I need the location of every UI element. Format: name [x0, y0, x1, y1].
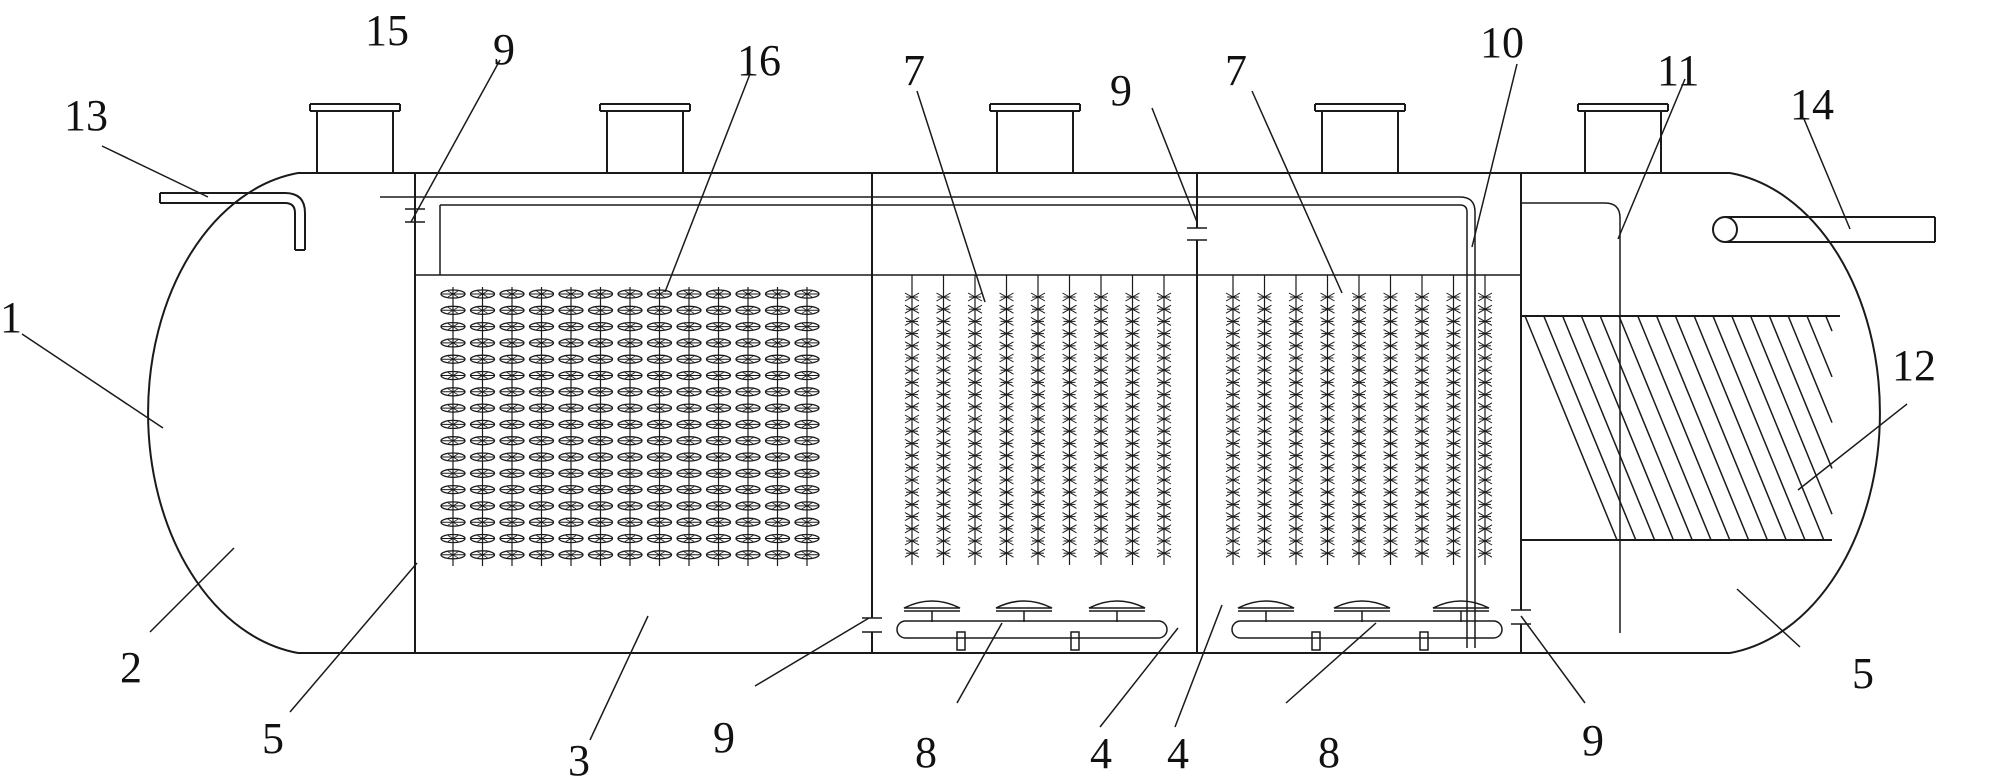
label-9a: 9 — [493, 25, 515, 74]
aeration-assembly-1 — [896, 600, 1168, 651]
label-10: 10 — [1480, 18, 1524, 67]
settler-hatching — [1524, 315, 1833, 541]
label-7b: 7 — [1225, 46, 1247, 95]
label-14: 14 — [1790, 80, 1834, 129]
label-9c: 9 — [713, 713, 735, 762]
outlet-pipe — [1712, 216, 1936, 243]
label-1: 1 — [0, 293, 22, 342]
part-labels: 1 2 3 4 4 5 5 7 7 8 8 9 9 9 9 10 11 12 1… — [0, 6, 1936, 783]
through-hole-markers — [405, 208, 1531, 633]
fiber-media-array-1 — [904, 275, 1172, 565]
label-4a: 4 — [1090, 729, 1112, 778]
disc-media-array — [440, 287, 820, 566]
label-7a: 7 — [903, 46, 925, 95]
label-9b: 9 — [1110, 66, 1132, 115]
label-5b: 5 — [1852, 649, 1874, 698]
fiber-media-array-2 — [1225, 275, 1493, 565]
label-3: 3 — [568, 736, 590, 783]
label-16: 16 — [737, 36, 781, 85]
return-pipe — [1521, 202, 1621, 633]
label-9d: 9 — [1582, 716, 1604, 765]
label-8b: 8 — [1318, 728, 1340, 777]
partition-walls — [414, 173, 1522, 653]
label-5a: 5 — [262, 714, 284, 763]
leader-lines — [21, 59, 1908, 741]
manholes — [309, 103, 1669, 173]
label-4b: 4 — [1167, 729, 1189, 778]
label-8a: 8 — [915, 728, 937, 777]
tank-shell — [147, 172, 1881, 654]
label-13: 13 — [64, 91, 108, 140]
label-11: 11 — [1657, 46, 1699, 95]
label-15: 15 — [365, 6, 409, 55]
aeration-assembly-2 — [1231, 600, 1503, 651]
inclined-tube-settler — [1521, 315, 1840, 541]
inlet-pipe — [160, 192, 306, 250]
label-2: 2 — [120, 643, 142, 692]
label-12: 12 — [1892, 341, 1936, 390]
